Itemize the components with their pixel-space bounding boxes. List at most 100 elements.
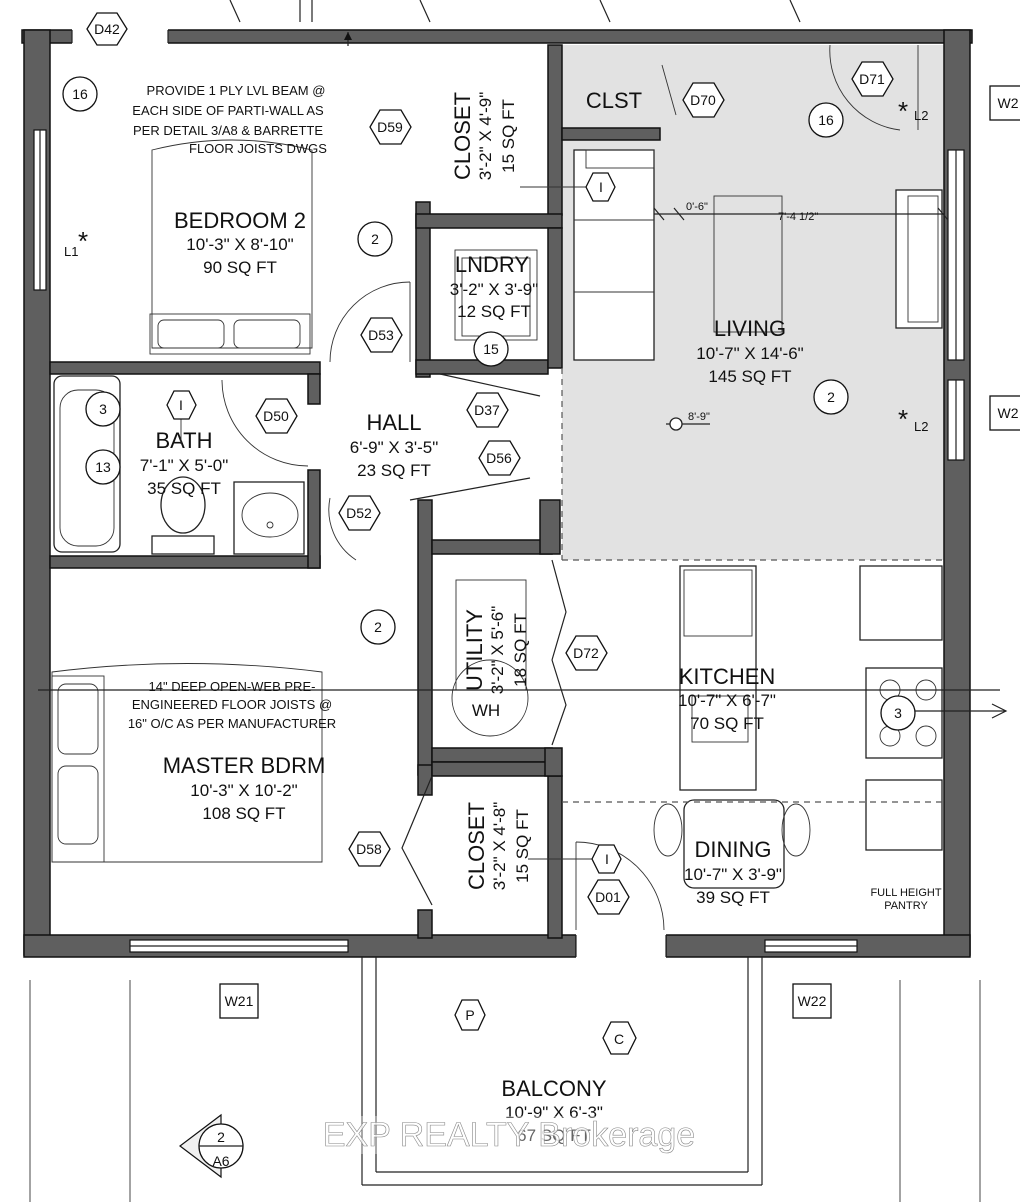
section-marker: 2 A6 (179, 1113, 244, 1179)
door-tag-d72: D72 (565, 635, 608, 671)
door-tag-d59: D59 (369, 109, 412, 145)
closet-top-area: 15 SQ FT (499, 99, 518, 173)
svg-text:D42: D42 (94, 21, 120, 37)
hall-dims: 6'-9" X 3'-5" (350, 438, 439, 457)
tag-13-bath: 13 (85, 449, 121, 485)
svg-text:15: 15 (483, 341, 499, 357)
svg-text:I: I (179, 397, 183, 413)
svg-text:D52: D52 (346, 505, 372, 521)
lvl-beam-note-4: FLOOR JOISTS DWGS (189, 141, 327, 156)
lndry-name: LNDRY (455, 252, 530, 277)
kitchen-dims: 10'-7" X 6'-7" (678, 691, 776, 710)
closet-bottom-area: 15 SQ FT (513, 809, 532, 883)
dimension-texts: 0'-6" 7'-4 1/2" 8'-9" (686, 201, 818, 423)
light-l1: L1 (64, 244, 78, 259)
joists-note-1: 14" DEEP OPEN-WEB PRE- (149, 679, 316, 694)
tag-3-section: 3 (880, 695, 916, 731)
svg-text:D72: D72 (573, 645, 599, 661)
master-name: MASTER BDRM (163, 753, 326, 778)
svg-text:D59: D59 (377, 119, 403, 135)
hex-tag-i-closet: I (520, 172, 616, 202)
closet-top-name: CLOSET (450, 92, 475, 180)
living-dims: 10'-7" X 14'-6" (696, 344, 803, 363)
top-context-lines (229, 0, 801, 23)
balcony-outline (29, 957, 981, 1202)
dim-0-6: 0'-6" (686, 201, 708, 213)
svg-text:C: C (614, 1031, 624, 1047)
door-tag-d52: D52 (338, 495, 381, 531)
svg-text:D53: D53 (368, 327, 394, 343)
svg-text:W2: W2 (998, 95, 1019, 111)
beam-marker (344, 32, 352, 46)
balcony-dims: 10'-9" X 6'-3" (505, 1103, 603, 1122)
svg-text:3: 3 (894, 705, 902, 721)
door-swings (221, 44, 919, 931)
hex-tags: I I I P C (166, 172, 637, 1055)
svg-text:2: 2 (374, 619, 382, 635)
section-marker-top: 2 (217, 1129, 225, 1145)
window-tag-w2-mid: W2 (989, 395, 1020, 431)
pantry-note-2: PANTRY (884, 900, 928, 912)
door-tag-d58: D58 (348, 831, 391, 867)
light-markers: * L1 * L2 * L2 (64, 96, 928, 434)
lndry-dims: 3'-2" X 3'-9" (450, 280, 539, 299)
svg-text:D01: D01 (595, 889, 621, 905)
window-tags: W21 W22 W2 W2 (219, 85, 1020, 1019)
svg-text:D70: D70 (690, 92, 716, 108)
door-tags: D42 D59 D70 D71 D53 D50 D37 D56 (86, 12, 894, 915)
interior-walls (49, 44, 661, 939)
balcony-area: 67 SQ FT (517, 1126, 591, 1145)
door-tag-d42: D42 (86, 12, 128, 46)
light-l2-top: L2 (914, 108, 928, 123)
utility-dims: 3'-2" X 5'-6" (488, 606, 507, 695)
tag-3-bath: 3 (85, 391, 121, 427)
svg-text:W21: W21 (225, 993, 254, 1009)
bath-name: BATH (155, 428, 212, 453)
water-heater-label: WH (472, 701, 500, 720)
svg-text:16: 16 (72, 86, 88, 102)
lvl-beam-note-2: EACH SIDE OF PARTI-WALL AS (132, 103, 324, 118)
svg-text:2: 2 (371, 231, 379, 247)
lndry-area: 12 SQ FT (457, 302, 531, 321)
svg-text:13: 13 (95, 459, 111, 475)
tag-2-living: 2 (813, 379, 849, 415)
door-tag-d50: D50 (255, 398, 298, 434)
dining-name: DINING (695, 837, 772, 862)
svg-text:D71: D71 (859, 71, 885, 87)
section-marker-bottom: A6 (212, 1153, 229, 1169)
svg-text:2: 2 (827, 389, 835, 405)
door-tag-d53: D53 (360, 317, 403, 353)
door-tag-d56: D56 (478, 440, 521, 476)
svg-text:I: I (605, 851, 609, 867)
svg-text:P: P (465, 1007, 474, 1023)
lvl-beam-note-1: PROVIDE 1 PLY LVL BEAM @ (147, 83, 326, 98)
lvl-beam-note-3: PER DETAIL 3/A8 & BARRETTE (133, 123, 323, 138)
light-asterisk-icon: * (898, 96, 908, 126)
closet-bottom-dims: 3'-2" X 4'-8" (490, 802, 509, 891)
bedroom2-area: 90 SQ FT (203, 258, 277, 277)
pantry-note-1: FULL HEIGHT (870, 887, 941, 899)
balcony-name: BALCONY (501, 1076, 606, 1101)
living-area: 145 SQ FT (708, 367, 791, 386)
svg-text:I: I (599, 179, 603, 195)
hex-tag-p: P (454, 999, 486, 1031)
fixtures (51, 139, 943, 889)
bath-dims: 7'-1" X 5'-0" (140, 456, 229, 475)
dim-8-9: 8'-9" (688, 411, 710, 423)
closet-top-dims: 3'-2" X 4'-9" (476, 92, 495, 181)
window-tag-w21: W21 (219, 983, 259, 1019)
svg-text:D50: D50 (263, 408, 289, 424)
joists-note-2: ENGINEERED FLOOR JOISTS @ (132, 697, 332, 712)
door-tag-d01: D01 (587, 879, 630, 915)
tag-16-living: 16 (808, 102, 844, 138)
svg-text:D56: D56 (486, 450, 512, 466)
svg-text:16: 16 (818, 112, 834, 128)
living-name: LIVING (714, 316, 786, 341)
door-tag-d71: D71 (851, 61, 894, 97)
svg-text:3: 3 (99, 401, 107, 417)
light-asterisk-icon: * (898, 404, 908, 434)
hall-area: 23 SQ FT (357, 461, 431, 480)
hall-name: HALL (366, 410, 421, 435)
exterior-walls (21, 28, 973, 960)
